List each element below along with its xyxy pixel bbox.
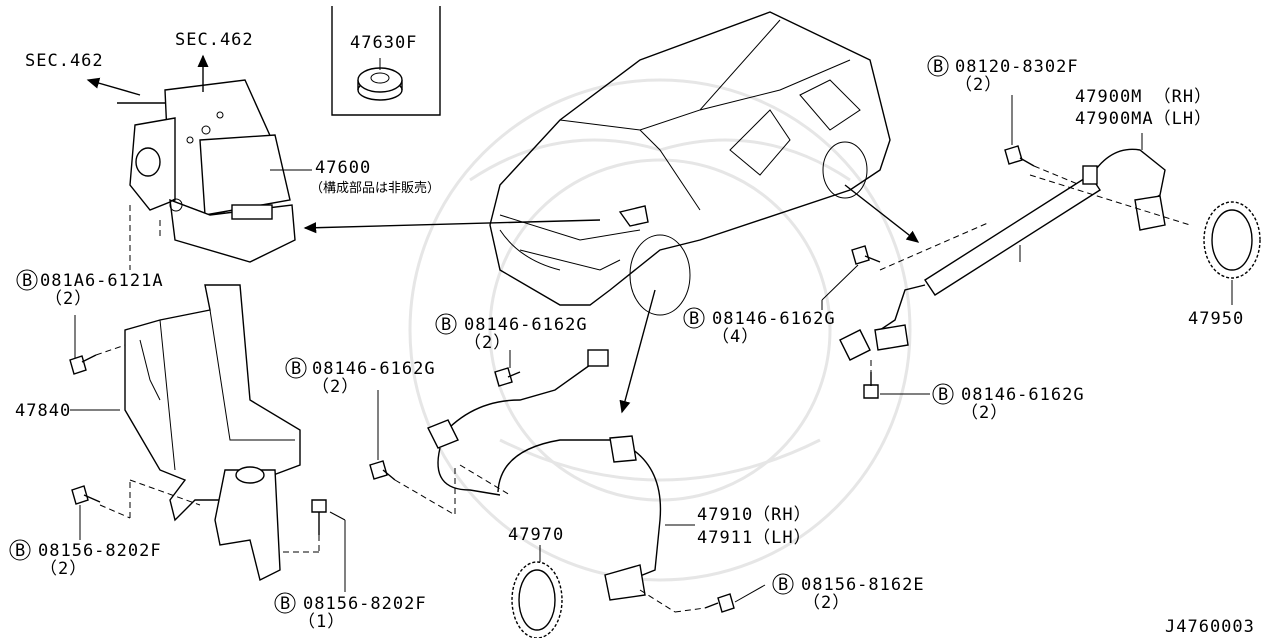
bolt-081a6-label: 081A6-6121A	[40, 271, 164, 291]
abs-actuator-47600	[129, 79, 296, 263]
part-47840-label: 47840	[15, 401, 71, 421]
bolt-08146-d-qty: （2）	[961, 403, 1008, 423]
bolt-08146-c-qty: （4）	[712, 327, 759, 347]
bolt-icon	[863, 372, 879, 399]
bolt-08146-a-qty: （2）	[464, 333, 511, 353]
bolt-marker-08120: B	[933, 57, 944, 77]
part-47600-label: 47600	[315, 158, 371, 178]
bracket-47840	[124, 284, 301, 582]
bolt-08146-b-label: 08146-6162G	[312, 359, 436, 379]
bolt-marker-08156-8162e: B	[778, 575, 789, 595]
part-47600-note: （構成部品は非販売）	[310, 180, 440, 196]
bolt-icon	[311, 499, 327, 535]
vehicle-outline	[489, 11, 891, 316]
bolt-08156-8202f-bottom-qty: （1）	[298, 612, 345, 632]
bolt-08156-8202f-bottom-label: 08156-8202F	[303, 594, 427, 614]
sensor-rotor-47950	[1203, 201, 1261, 279]
bolt-08146-b-qty: （2）	[312, 377, 359, 397]
bolt-marker-08146-b: B	[291, 359, 302, 379]
grommet-inset-box	[331, 6, 441, 116]
sec-462-left-label: SEC.462	[25, 51, 104, 71]
bolt-08156-8202f-left-label: 08156-8202F	[38, 541, 162, 561]
sensor-rotor-47970	[511, 561, 563, 639]
bolt-marker-08146-a: B	[441, 315, 452, 335]
bolt-08146-d-label: 08146-6162G	[961, 385, 1085, 405]
bolt-icon	[494, 367, 521, 387]
diagram-id: J4760003	[1165, 617, 1255, 637]
bolt-08156-8162e-label: 08156-8162E	[801, 575, 925, 595]
bolt-icon	[69, 354, 97, 375]
part-47900ma-label: 47900MA（LH）	[1075, 109, 1212, 129]
rear-wheel-sensor-47900m	[839, 148, 1166, 361]
bolt-marker-08146-c: B	[689, 309, 700, 329]
bolt-08120-qty: （2）	[955, 75, 1002, 95]
bolt-08120-label: 08120-8302F	[955, 57, 1079, 77]
sec-462-top-label: SEC.462	[175, 30, 254, 50]
part-47970-label: 47970	[508, 525, 564, 545]
bolt-marker-08156-8202f-left: B	[15, 541, 26, 561]
bolt-icon	[851, 245, 881, 265]
bolt-marker-08146-d: B	[938, 385, 949, 405]
bolt-08156-8202f-left-qty: （2）	[40, 559, 87, 579]
part-47910-label: 47910（RH）	[697, 505, 812, 525]
bolt-08156-8162e-qty: （2）	[803, 593, 850, 613]
bolt-icon	[1004, 145, 1035, 167]
bolt-081a6-qty: （2）	[45, 289, 92, 309]
part-47950-label: 47950	[1188, 309, 1244, 329]
bolt-marker-081a6: B	[22, 271, 33, 291]
part-47630f-label: 47630F	[350, 33, 417, 53]
bolt-08146-c-label: 08146-6162G	[712, 309, 836, 329]
front-wheel-sensor-47910	[427, 349, 662, 601]
bolt-08146-a-label: 08146-6162G	[464, 315, 588, 335]
part-47911-label: 47911（LH）	[697, 528, 812, 548]
bolt-marker-icon	[16, 269, 38, 291]
part-47900m-label: 47900M （RH）	[1075, 87, 1212, 107]
bolt-icon	[369, 460, 396, 481]
bolt-marker-08156-8202f-bottom: B	[280, 594, 291, 614]
bolt-icon	[71, 485, 101, 505]
bolt-icon	[704, 593, 735, 613]
